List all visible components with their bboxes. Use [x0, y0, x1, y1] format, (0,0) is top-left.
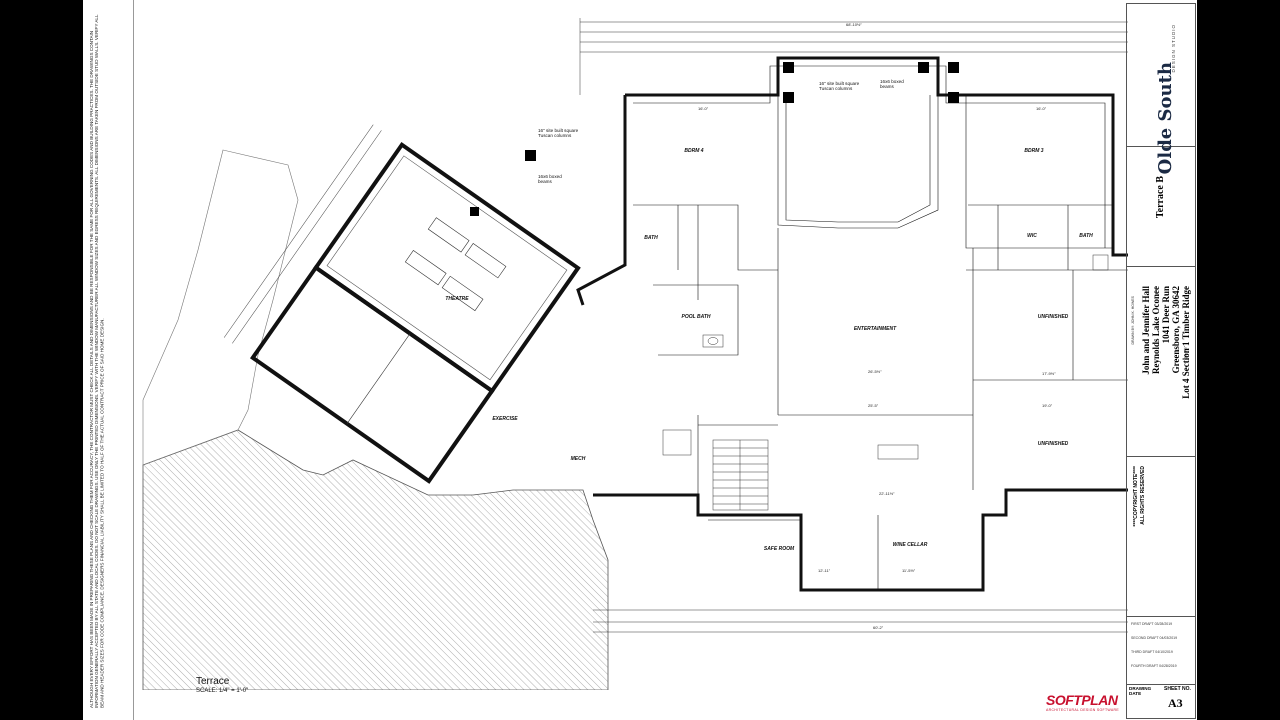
- room-wic: WIC: [1027, 233, 1037, 239]
- draft-row-1: FIRST DRAFT 03/28/2019: [1131, 622, 1172, 626]
- theatre-seating-row1b: [464, 243, 507, 279]
- room-wine-cellar: WINE CELLAR: [892, 542, 928, 548]
- room-safe-room: SAFE ROOM: [763, 546, 795, 552]
- draft-2-date: 04/03/2019: [1159, 636, 1178, 640]
- stairs: [712, 439, 769, 511]
- rotated-wing: [223, 124, 581, 484]
- plan-sheet: ALTHOUGH EVERY EFFORT HAS BEEN MADE IN P…: [83, 0, 1197, 720]
- sheet-name-box: Terrace B: [1127, 146, 1195, 267]
- project-line-1: John and Jennifer Hall: [1141, 286, 1151, 375]
- title-block: Olde South DESIGN STUDIO Terrace B DRAWN…: [1126, 3, 1196, 719]
- drafts-box: FIRST DRAFT 03/28/2019 SECOND DRAFT 04/0…: [1127, 616, 1195, 685]
- room-bdrm4: BDRM 4: [684, 148, 704, 154]
- draft-4-label: FOURTH DRAFT: [1131, 664, 1159, 668]
- callout-columns-left: 16" site built square Tuscan columns: [538, 128, 579, 139]
- theatre-inner: [326, 155, 568, 381]
- dim-cellar-width: 11'-5½": [902, 568, 916, 573]
- floor-plan: BDRM 4 BDRM 3 BATH BATH WIC THEATRE POOL…: [138, 0, 1187, 690]
- draft-row-2: SECOND DRAFT 04/03/2019: [1131, 636, 1177, 640]
- room-mech: MECH: [570, 456, 586, 462]
- copyright-heading: ****COPYRIGHT NOTE****: [1133, 466, 1139, 527]
- plan-scale: SCALE: 1/4" = 1'-0": [196, 688, 249, 694]
- theatre-seating-row2: [404, 250, 447, 286]
- exercise-walls: [249, 264, 495, 484]
- project-line-4: Greensboro, GA 30642: [1171, 286, 1181, 374]
- dim-ent-width: 26'-5½": [868, 369, 882, 374]
- dim-bdrm3-width: 16'-0": [1036, 106, 1047, 111]
- dim-overall-bottom: 60'-2": [873, 625, 884, 630]
- draft-3-label: THIRD DRAFT: [1131, 650, 1155, 654]
- draft-3-date: 04/10/2019: [1155, 650, 1173, 654]
- interior-walls: [633, 65, 1128, 590]
- top-dimension-lines: [579, 18, 1128, 95]
- sheet-no-label: SHEET NO.: [1164, 686, 1191, 692]
- callout-columns-top: 16" site built square Tuscan columns: [819, 81, 860, 92]
- project-line-2: Reynolds Lake Oconee: [1151, 286, 1161, 375]
- callout-beams-left: 16x6 boxed beams: [538, 174, 562, 185]
- draft-row-3: THIRD DRAFT 04/10/2019: [1131, 650, 1173, 654]
- room-bdrm3: BDRM 3: [1024, 148, 1044, 154]
- dim-unf-lower: 19'-0": [1042, 403, 1053, 408]
- dim-safe-width: 12'-11": [818, 568, 831, 573]
- logo-subtitle: DESIGN STUDIO: [1171, 24, 1176, 73]
- callout-beams-top: 16x6 boxed beams: [880, 79, 904, 90]
- draft-4-date: 04/28/2019: [1159, 664, 1177, 668]
- draft-1-label: FIRST DRAFT: [1131, 622, 1154, 626]
- exterior-walls: [576, 56, 1128, 592]
- dim-bdrm4-width: 16'-0": [698, 106, 709, 111]
- dim-span-a: 22'-11½": [879, 491, 895, 496]
- draft-1-date: 03/28/2019: [1154, 622, 1173, 626]
- room-bath-right: BATH: [1079, 233, 1093, 239]
- general-notes-column: ALTHOUGH EVERY EFFORT HAS BEEN MADE IN P…: [83, 0, 134, 720]
- draft-row-4: FOURTH DRAFT 04/28/2019: [1131, 664, 1177, 668]
- copyright-box: ****COPYRIGHT NOTE**** ALL RIGHTS RESERV…: [1127, 456, 1195, 617]
- theatre-seating-row2b: [441, 275, 484, 312]
- room-unfinished-lower: UNFINISHED: [1037, 441, 1069, 447]
- tuscan-columns: [470, 62, 959, 216]
- room-theatre: THEATRE: [445, 296, 469, 302]
- project-line-3: 1041 Deer Run: [1161, 286, 1171, 344]
- dim-unf-width: 17'-9½": [1042, 371, 1056, 376]
- project-line-5: Lot 4 Section 1 Timber Ridge: [1181, 286, 1191, 399]
- bottom-dimension-lines: [593, 609, 1128, 633]
- room-exercise: EXERCISE: [492, 416, 518, 422]
- room-pool-bath: POOL BATH: [681, 314, 711, 320]
- terrace-deck: [142, 429, 609, 690]
- room-unfinished-upper: UNFINISHED: [1037, 314, 1069, 320]
- project-box: DRAWN BY: JOHN K. HOWES John and Jennife…: [1127, 266, 1195, 457]
- plan-title: Terrace: [196, 676, 230, 687]
- room-bath-left: BATH: [644, 235, 658, 241]
- theatre-seating-row1: [427, 217, 470, 253]
- terrace-left-edge: [142, 149, 299, 466]
- softplan-logo: SOFTPLAN: [1046, 692, 1118, 708]
- room-entertainment: ENTERTAINMENT: [853, 326, 897, 332]
- general-notes-text: ALTHOUGH EVERY EFFORT HAS BEEN MADE IN P…: [89, 14, 105, 708]
- sheet-no: A3: [1168, 696, 1183, 710]
- fixtures: [662, 254, 1109, 460]
- drawn-by: DRAWN BY: JOHN K. HOWES: [1131, 296, 1135, 345]
- logo-box: Olde South DESIGN STUDIO: [1127, 4, 1195, 174]
- draft-2-label: SECOND DRAFT: [1131, 636, 1159, 640]
- drawing-date-label: DRAWING DATE: [1129, 686, 1152, 697]
- dim-ent-lower: 25'-5": [868, 403, 879, 408]
- softplan-tagline: ARCHITECTURAL DESIGN SOFTWARE: [1046, 708, 1120, 712]
- copyright-rights: ALL RIGHTS RESERVED: [1140, 466, 1146, 525]
- floor-plan-drawing: [142, 18, 1128, 690]
- sheet-name: Terrace B: [1155, 176, 1166, 219]
- dim-overall-top: 68'-10½": [846, 22, 862, 27]
